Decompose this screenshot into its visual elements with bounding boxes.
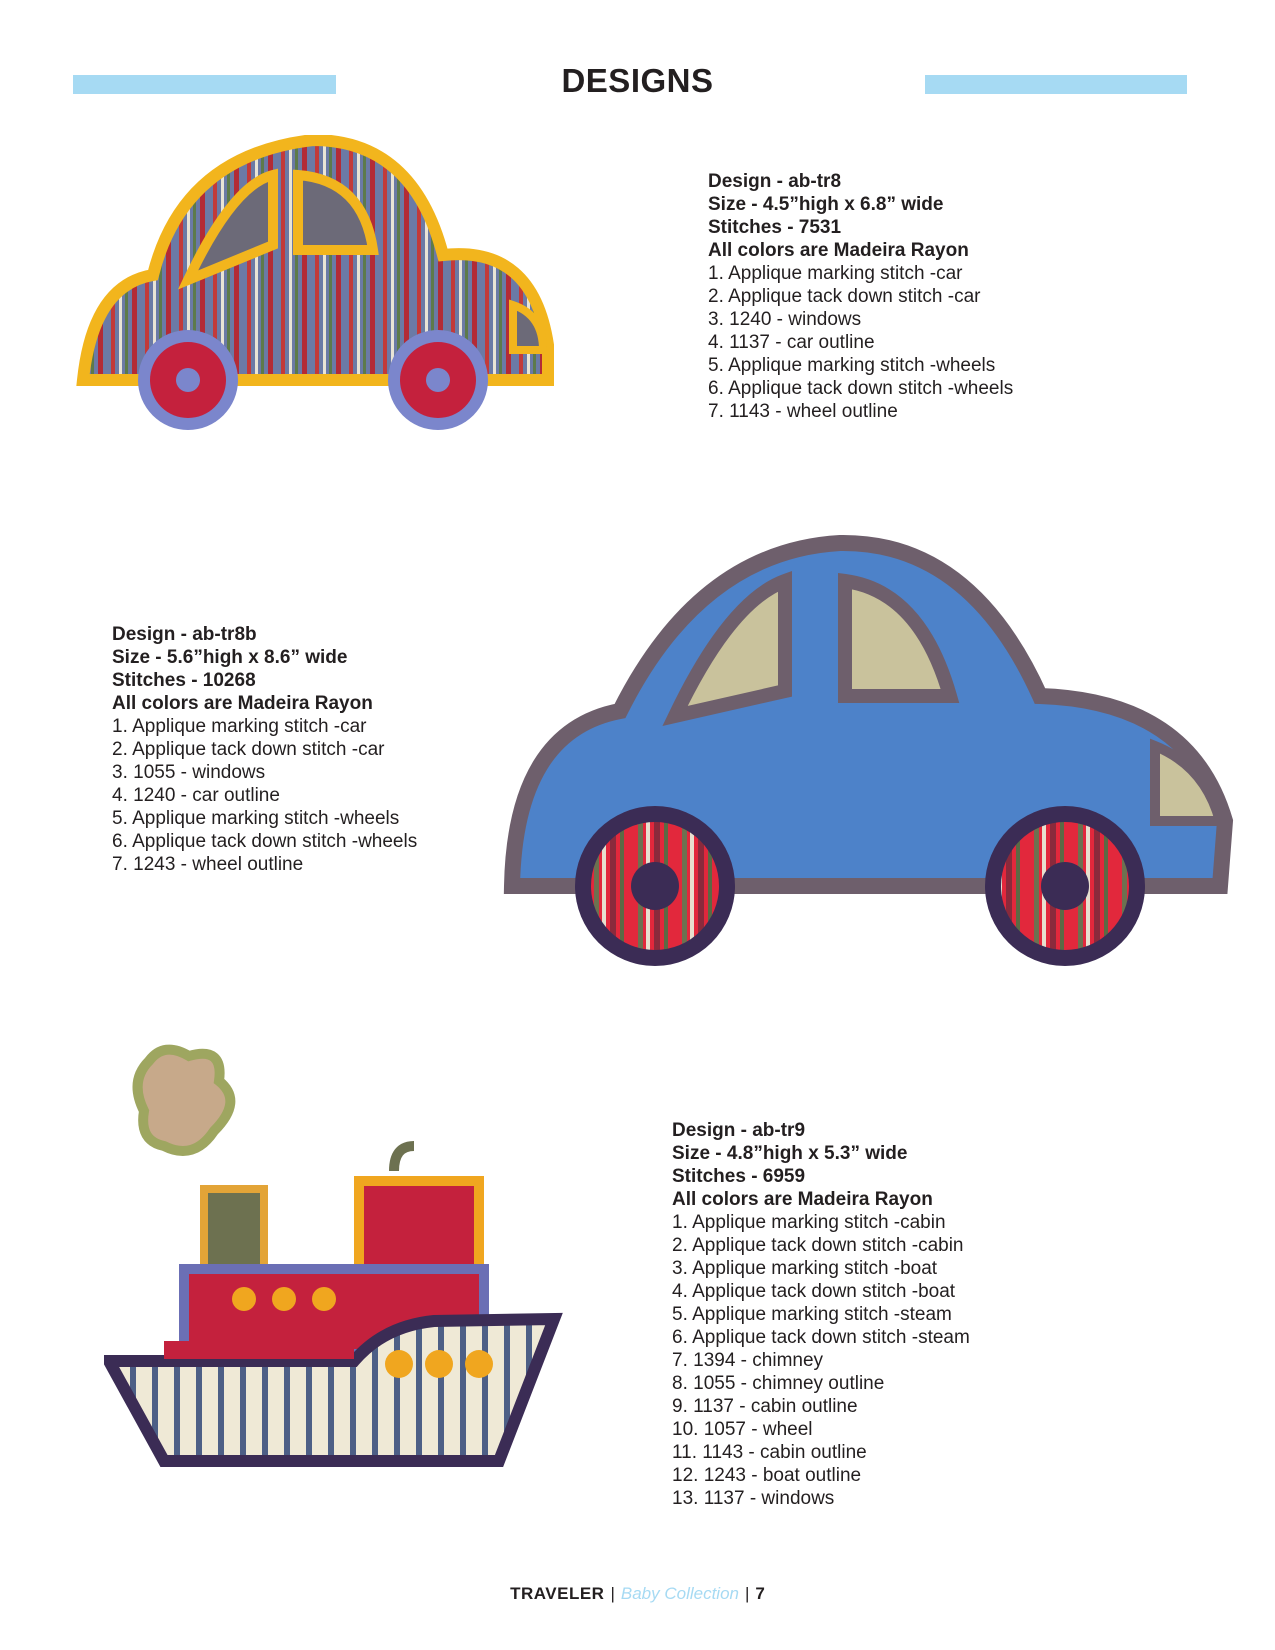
- step-item: 2. Applique tack down stitch -car: [112, 739, 385, 760]
- step-item: 1. Applique marking stitch -car: [708, 263, 963, 284]
- design-stitches: Stitches - 10268: [112, 670, 256, 691]
- car-applique-image-ab-tr8b: [503, 534, 1234, 966]
- header-bar-right: [925, 75, 1187, 94]
- step-item: 1. Applique marking stitch -cabin: [672, 1212, 946, 1233]
- footer-collection: Baby Collection: [620, 1584, 739, 1603]
- step-item: 11. 1143 - cabin outline: [672, 1442, 867, 1463]
- step-item: 2. Applique tack down stitch -car: [708, 286, 981, 307]
- step-item: 5. Applique marking stitch -wheels: [112, 808, 400, 829]
- colors-note: All colors are Madeira Rayon: [708, 240, 969, 261]
- footer-brand: TRAVELER: [510, 1584, 605, 1603]
- colors-note: All colors are Madeira Rayon: [112, 693, 373, 714]
- boat-applique-image-ab-tr9: [104, 1044, 563, 1467]
- step-item: 10. 1057 - wheel: [672, 1419, 813, 1440]
- design-size: Size - 5.6”high x 8.6” wide: [112, 647, 348, 668]
- page-footer: TRAVELER | Baby Collection | 7: [0, 1584, 1275, 1604]
- step-item: 3. 1240 - windows: [708, 309, 862, 330]
- step-item: 13. 1137 - windows: [672, 1488, 835, 1509]
- design-id: Design - ab-tr9: [672, 1120, 806, 1141]
- car-applique-image-ab-tr8: [76, 135, 554, 430]
- step-item: 4. 1240 - car outline: [112, 785, 280, 806]
- design-size: Size - 4.8”high x 5.3” wide: [672, 1143, 908, 1164]
- step-item: 6. Applique tack down stitch -steam: [672, 1327, 970, 1348]
- design-id: Design - ab-tr8: [708, 171, 842, 192]
- page-title: DESIGNS: [561, 62, 714, 99]
- step-item: 8. 1055 - chimney outline: [672, 1373, 885, 1394]
- step-item: 5. Applique marking stitch -wheels: [708, 355, 996, 376]
- header-bar-left: [73, 75, 336, 94]
- step-item: 6. Applique tack down stitch -wheels: [112, 831, 418, 852]
- design-size: Size - 4.5”high x 6.8” wide: [708, 194, 944, 215]
- design-spec-ab-tr8: Design - ab-tr8 Size - 4.5”high x 6.8” w…: [708, 170, 1013, 423]
- step-item: 12. 1243 - boat outline: [672, 1465, 862, 1486]
- step-item: 7. 1243 - wheel outline: [112, 854, 304, 875]
- design-id: Design - ab-tr8b: [112, 624, 257, 645]
- step-item: 2. Applique tack down stitch -cabin: [672, 1235, 964, 1256]
- step-item: 3. 1055 - windows: [112, 762, 266, 783]
- step-item: 6. Applique tack down stitch -wheels: [708, 378, 1014, 399]
- footer-separator: |: [745, 1584, 750, 1603]
- design-spec-ab-tr9: Design - ab-tr9 Size - 4.8”high x 5.3” w…: [672, 1119, 970, 1510]
- design-stitches: Stitches - 7531: [708, 217, 842, 238]
- step-item: 4. Applique tack down stitch -boat: [672, 1281, 956, 1302]
- step-item: 7. 1143 - wheel outline: [708, 401, 898, 422]
- design-spec-ab-tr8b: Design - ab-tr8b Size - 5.6”high x 8.6” …: [112, 623, 417, 876]
- step-item: 3. Applique marking stitch -boat: [672, 1258, 938, 1279]
- step-item: 9. 1137 - cabin outline: [672, 1396, 858, 1417]
- footer-separator: |: [610, 1584, 615, 1603]
- step-item: 5. Applique marking stitch -steam: [672, 1304, 952, 1325]
- design-stitches: Stitches - 6959: [672, 1166, 806, 1187]
- page-number: 7: [755, 1584, 765, 1603]
- step-item: 1. Applique marking stitch -car: [112, 716, 367, 737]
- colors-note: All colors are Madeira Rayon: [672, 1189, 933, 1210]
- step-item: 7. 1394 - chimney: [672, 1350, 824, 1371]
- step-item: 4. 1137 - car outline: [708, 332, 875, 353]
